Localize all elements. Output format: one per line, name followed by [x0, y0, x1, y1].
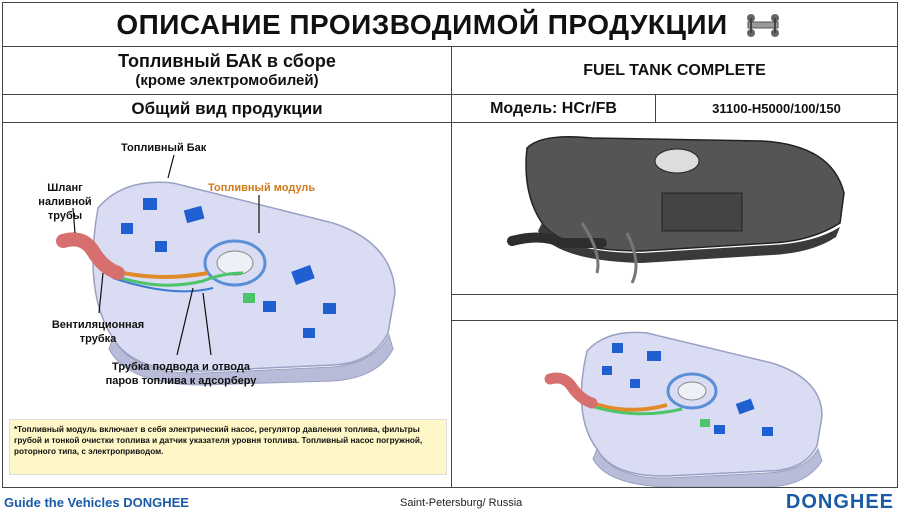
- fuel-tank-illustration: [56, 154, 396, 386]
- label-filler-hose: Шланг наливной трубы: [25, 181, 105, 223]
- module-note: *Топливный модуль включает в себя электр…: [9, 419, 447, 475]
- tank-photo-illustration: [507, 136, 845, 284]
- label-vapor-line2: паров топлива к адсорберу: [105, 375, 257, 387]
- label-tank: Топливный Бак: [121, 142, 207, 154]
- tank-photo: [452, 123, 897, 295]
- annotated-diagram: Топливный Бак Топливный модуль Шланг нал…: [3, 123, 452, 487]
- footer-location: Saint-Petersburg/ Russia: [400, 497, 523, 509]
- label-vapor-line1: Трубка подвода и отвода: [112, 361, 250, 373]
- label-module: Топливный модуль: [208, 182, 316, 194]
- product-name-ru: Топливный БАК в сборе (кроме электромоби…: [3, 47, 452, 95]
- part-codes: 31100-H5000/100/150: [656, 95, 897, 123]
- tank-illustration-small: [452, 321, 897, 487]
- donghee-logo: DONGHEE: [785, 491, 894, 513]
- label-vapor-tube: Трубка подвода и отвода паров топлива к …: [91, 360, 271, 388]
- document-frame: ОПИСАНИЕ ПРОИЗВОДИМОЙ ПРОДУКЦИИ Топливны…: [2, 2, 898, 488]
- product-name-ru-main: Топливный БАК в сборе: [118, 50, 336, 71]
- tank-illustration-small-svg: [544, 331, 823, 487]
- footer: Guide the Vehicles DONGHEE Saint-Petersb…: [0, 490, 900, 514]
- label-vent-tube: Вентиляционная трубка: [43, 318, 153, 346]
- label-filler-hose-line1: Шланг: [47, 182, 83, 194]
- general-view-heading: Общий вид продукции: [3, 95, 452, 123]
- page-title: ОПИСАНИЕ ПРОИЗВОДИМОЙ ПРОДУКЦИИ: [3, 3, 897, 47]
- page-title-text: ОПИСАНИЕ ПРОИЗВОДИМОЙ ПРОДУКЦИИ: [116, 8, 728, 40]
- label-vent-line2: трубка: [79, 333, 117, 345]
- footer-brand-text: Guide the Vehicles DONGHEE: [4, 495, 189, 510]
- label-filler-hose-line2: наливной трубы: [38, 196, 92, 222]
- product-name-ru-sub: (кроме электромобилей): [135, 71, 319, 89]
- label-vent-line1: Вентиляционная: [51, 319, 145, 331]
- chassis-icon: [746, 13, 779, 37]
- model-label: Модель: HCr/FB: [452, 95, 656, 123]
- product-name-en: FUEL TANK COMPLETE: [452, 47, 897, 95]
- empty-row: [452, 295, 897, 321]
